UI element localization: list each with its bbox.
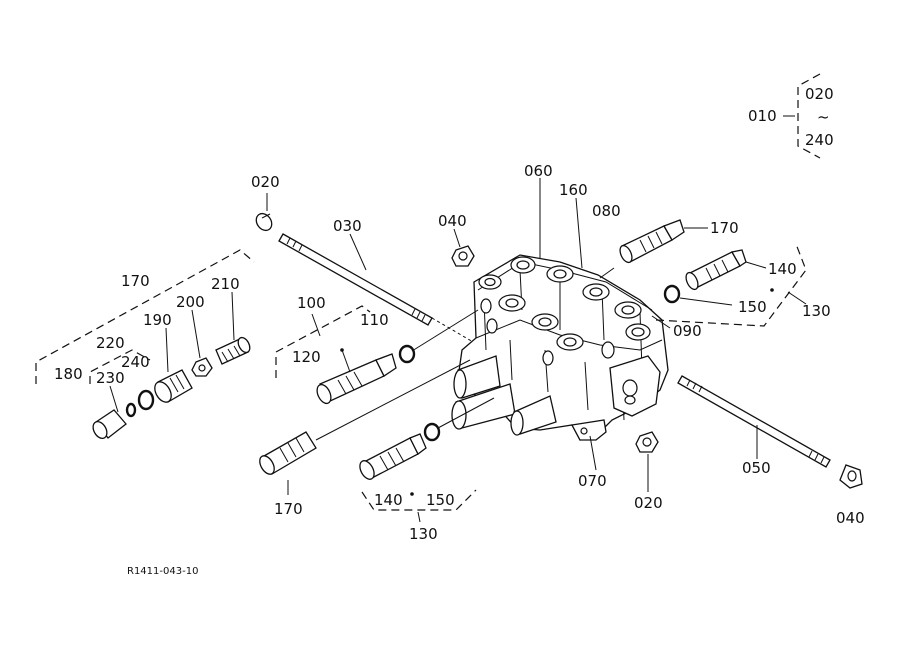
label-010: 010 [748,107,777,125]
label-220: 220 [96,334,125,352]
assembly-170-left [35,249,255,440]
tie-bolt-030 [255,193,481,347]
label-150-upper-right: 150 [738,298,767,316]
o-ring-110 [398,344,416,364]
label-080: 080 [592,202,621,220]
label-020-upper: 020 [251,173,280,191]
tie-bolt-050 [677,375,863,489]
label-060: 060 [524,162,553,180]
nut-020-bottom [635,431,659,492]
label-120: 120 [292,348,321,366]
label-240-left: 240 [121,353,150,371]
label-160: 160 [559,181,588,199]
group-brackets [275,243,807,523]
label-030: 030 [333,217,362,235]
label-150-bottom: 150 [426,491,455,509]
label-240-range-end: 240 [805,131,834,149]
label-180: 180 [54,365,83,383]
o-ring-230 [125,402,137,418]
o-ring-240 [137,389,155,411]
label-210: 210 [211,275,240,293]
relief-valve-140-top [663,249,774,306]
assembly-100 [316,309,479,405]
index-bracket: 010 020 ~ 240 [748,73,834,159]
label-020-range-start: 020 [805,85,834,103]
label-130-bottom: 130 [409,525,438,543]
relief-valve-170-left [259,359,471,495]
label-230: 230 [96,369,125,387]
figure-reference: R1411-043-10 [127,566,198,577]
label-170-upper-right: 170 [710,219,739,237]
label-range-tilde: ~ [817,108,830,126]
label-110: 110 [360,311,389,329]
label-040-bottom: 040 [836,509,865,527]
control-valve-body [451,254,669,441]
body-leaders [349,178,615,471]
label-040-upper: 040 [438,212,467,230]
relief-valve-170-top [619,219,708,264]
part-labels: 020 030 040 060 160 080 170 140 150 130 … [54,162,865,543]
label-200: 200 [176,293,205,311]
label-130-upper-right: 130 [802,302,831,320]
label-140-upper-right: 140 [768,260,797,278]
label-140-bottom: 140 [374,491,403,509]
label-070: 070 [578,472,607,490]
nut-020 [255,212,273,232]
label-170-bottom: 170 [274,500,303,518]
nut-040-top [451,228,475,267]
label-050: 050 [742,459,771,477]
label-100: 100 [297,294,326,312]
o-ring-150-top [663,284,681,304]
label-090: 090 [673,322,702,340]
relief-valve-140-bottom [359,397,495,496]
o-ring-150-bottom [423,422,441,442]
label-020-bottom: 020 [634,494,663,512]
label-190: 190 [143,311,172,329]
label-170-left: 170 [121,272,150,290]
